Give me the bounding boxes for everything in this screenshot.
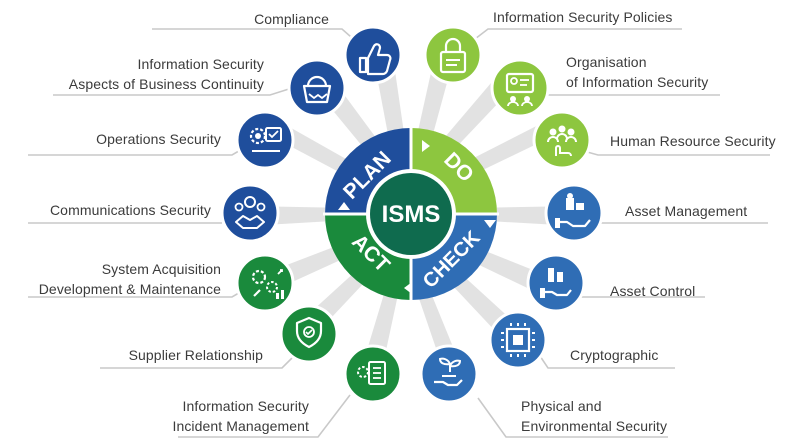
leader-line [539, 355, 675, 369]
label-system-acquisition: System Acquisition Development & Mainten… [38, 261, 221, 297]
arrow-icon [338, 202, 350, 210]
arrow-icon [422, 140, 430, 152]
chip-icon [488, 310, 548, 370]
arrow-icon [484, 220, 496, 228]
label-business-continuity: Information Security Aspects of Business… [68, 56, 264, 92]
organisation-chart-icon [490, 58, 550, 118]
arrow-icon [404, 282, 412, 294]
plant-hand-icon [419, 344, 479, 404]
leader-line [53, 87, 293, 96]
cycle-arrows [338, 140, 496, 294]
label-cryptographic: Cryptographic [570, 347, 659, 363]
label-supplier-relationship: Supplier Relationship [128, 347, 263, 363]
leader-line [477, 397, 668, 438]
leader-line [28, 147, 245, 156]
shield-check-icon [279, 304, 339, 364]
people-hand-icon [532, 110, 592, 170]
leader-line [100, 357, 293, 369]
label-information-security-policies: Information Security Policies [493, 9, 673, 25]
leader-lines [28, 28, 770, 438]
team-handshake-icon [220, 183, 280, 243]
label-operations-security: Operations Security [96, 131, 221, 147]
lock-document-icon [423, 25, 483, 85]
label-physical-environmental-security: Physical and Environmental Security [521, 398, 668, 434]
label-human-resource-security: Human Resource Security [610, 133, 776, 149]
leader-line [152, 28, 369, 53]
center-title: ISMS [382, 201, 441, 228]
label-asset-management: Asset Management [625, 203, 748, 219]
label-compliance: Compliance [254, 11, 329, 27]
gear-monitor-icon [235, 110, 295, 170]
thumbs-up-icon [343, 25, 403, 85]
leader-line [527, 91, 720, 96]
label-organisation-information-security: Organisation of Information Security [566, 54, 709, 90]
label-asset-control: Asset Control [610, 283, 696, 299]
gears-wrench-icon [235, 253, 295, 313]
asset-control-icon [526, 253, 586, 313]
center-disc [370, 173, 452, 255]
leader-line [457, 28, 682, 53]
label-incident-management: Information Security Incident Management [172, 398, 309, 434]
incident-document-icon [343, 344, 403, 404]
handshake-basket-icon [287, 58, 347, 118]
label-communications-security: Communications Security [49, 202, 211, 218]
asset-hand-icon [544, 183, 604, 243]
leader-line [178, 394, 351, 438]
